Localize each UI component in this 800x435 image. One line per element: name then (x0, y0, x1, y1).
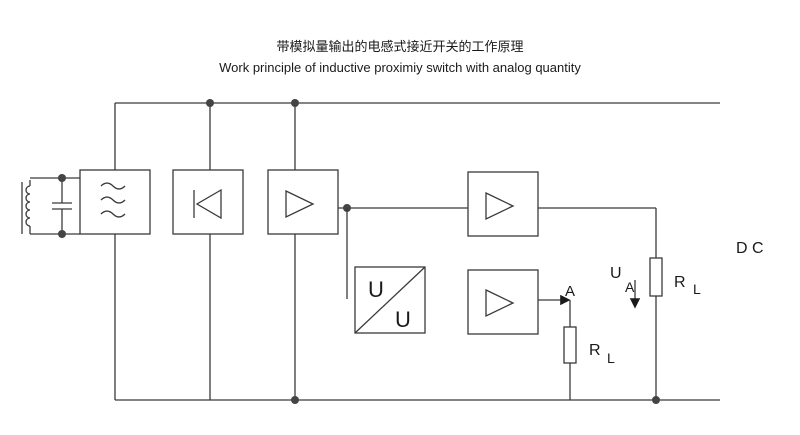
tilde-wave-icon (100, 182, 126, 218)
amplifier-voltage-out-block (467, 171, 539, 237)
load-resistor-current (563, 326, 577, 364)
diagram-title-english: Work principle of inductive proximiy swi… (219, 60, 581, 75)
triangle-amplifier-icon (485, 288, 515, 318)
voltage-label: U (610, 265, 622, 282)
bottom-junction-dot (291, 396, 299, 404)
amplifier-1-block (267, 169, 339, 235)
triangle-amplifier-icon (485, 191, 515, 221)
load-resistor-voltage-label: R (674, 274, 686, 291)
current-output-label: A (565, 283, 575, 300)
amplifier-current-out-block (467, 269, 539, 335)
diagram-title-chinese: 带模拟量输出的电感式接近开关的工作原理 (276, 40, 524, 55)
filter-block (79, 169, 151, 235)
bottom-junction-dot (652, 396, 660, 404)
dc-label: D C (736, 240, 764, 257)
load-resistor-voltage-subscript: L (693, 281, 701, 297)
load-resistor-voltage (649, 257, 663, 297)
uu-converter-block (354, 266, 426, 334)
load-resistor-current-label: R (589, 342, 601, 359)
top-junction-dot (206, 99, 214, 107)
u-u-converter-icon (354, 266, 426, 334)
diode-icon (193, 188, 222, 220)
top-junction-dot (291, 99, 299, 107)
converter-top-label: U (368, 277, 384, 302)
load-resistor-current-subscript: L (607, 350, 615, 366)
triangle-amplifier-icon (285, 189, 315, 219)
voltage-subscript: A (625, 279, 635, 295)
converter-bottom-label: U (395, 307, 411, 332)
rectifier-block (172, 169, 244, 235)
coil-capacitor-icon (21, 174, 80, 238)
